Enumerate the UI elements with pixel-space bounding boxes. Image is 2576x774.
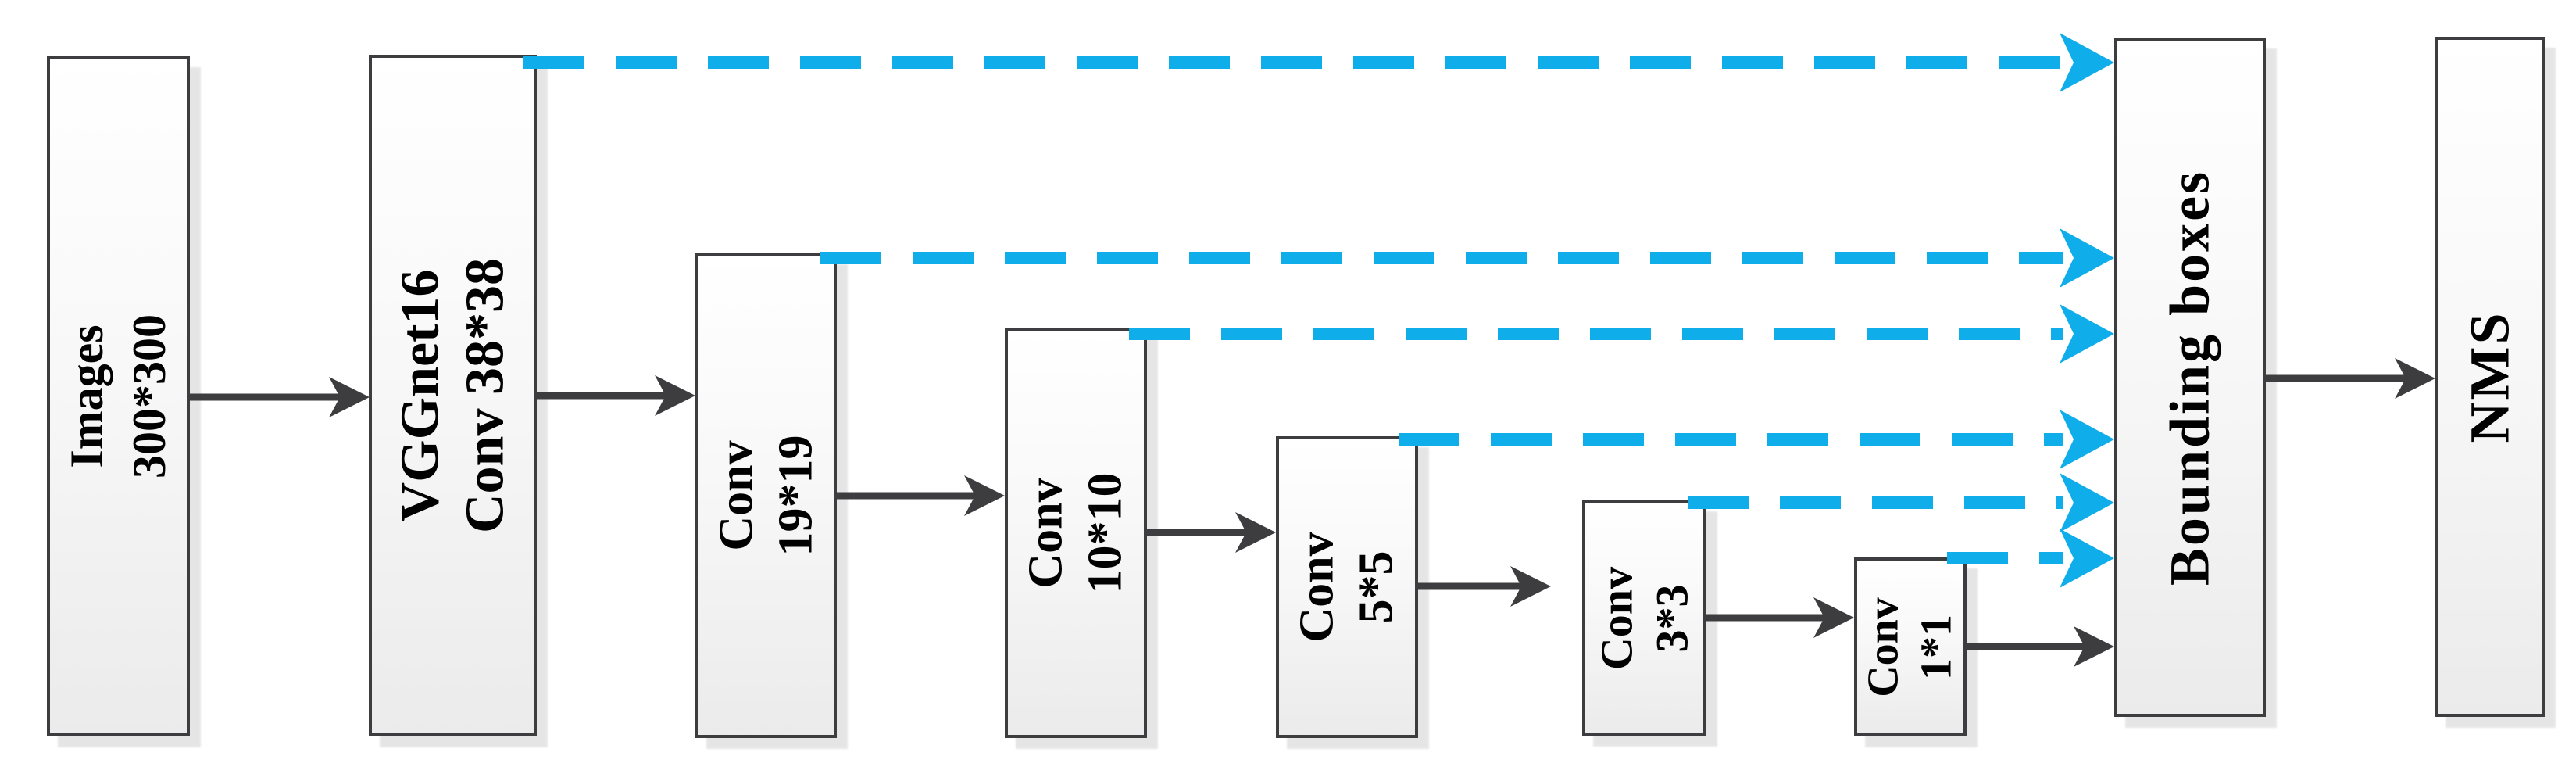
arrow-conv19-to-conv10: [837, 475, 1005, 516]
dashed-arrow-vggnet-to-bounding-boxes: [523, 33, 2114, 92]
arrow-vggnet-to-conv19: [537, 375, 695, 416]
arrow-head: [2060, 33, 2114, 92]
dashed-arrow-conv1-to-bounding-boxes: [1947, 529, 2114, 588]
node-conv-5x5-label: Conv 5*5: [1290, 532, 1402, 643]
node-conv-10x10: Conv 10*10: [1005, 328, 1147, 738]
arrow-head: [2060, 473, 2114, 532]
node-images-300x300: Images 300*300: [47, 56, 190, 736]
node-bounding-boxes-label: Bounding boxes: [2158, 169, 2221, 586]
arrow-head: [1510, 566, 1551, 607]
arrow-head: [1813, 597, 1854, 638]
node-conv-19x19: Conv 19*19: [695, 253, 837, 738]
node-nms: NMS: [2435, 37, 2545, 717]
node-nms-label: NMS: [2458, 310, 2521, 443]
node-bounding-boxes: Bounding boxes: [2114, 38, 2266, 717]
node-conv-3x3-label: Conv 3*3: [1590, 566, 1697, 670]
dashed-arrow-conv5-to-bounding-boxes: [1399, 410, 2114, 469]
arrow-head: [329, 377, 370, 417]
arrow-conv10-to-conv5: [1147, 512, 1276, 553]
arrow-images-to-vggnet: [189, 377, 370, 417]
arrow-head: [1235, 512, 1276, 553]
arrow-head: [2060, 228, 2114, 288]
node-images-label: Images 300*300: [60, 314, 175, 478]
node-vggnet16-label: VGGnet16 Conv 38*38: [389, 258, 515, 533]
arrow-bounding-boxes-to-nms: [2266, 358, 2435, 399]
dashed-arrow-conv10-to-bounding-boxes: [1129, 304, 2114, 364]
node-conv-1x1-label: Conv 1*1: [1859, 597, 1961, 697]
arrow-head: [2060, 304, 2114, 364]
dashed-arrow-conv19-to-bounding-boxes: [820, 228, 2114, 288]
arrow-conv1-to-bounding-boxes: [1967, 626, 2114, 667]
arrow-conv3-to-conv1: [1706, 597, 1854, 638]
node-conv-1x1: Conv 1*1: [1854, 557, 1967, 736]
dashed-arrow-conv3-to-bounding-boxes: [1688, 473, 2114, 532]
arrow-conv5-to-conv3: [1418, 566, 1551, 607]
node-conv-19x19-label: Conv 19*19: [709, 435, 822, 557]
arrow-head: [2060, 410, 2114, 469]
arrow-head: [964, 475, 1005, 516]
node-vggnet16-conv-38x38: VGGnet16 Conv 38*38: [369, 55, 537, 736]
arrow-head: [2395, 358, 2435, 399]
node-conv-10x10-label: Conv 10*10: [1019, 472, 1131, 593]
arrow-head: [2060, 529, 2114, 588]
node-conv-3x3: Conv 3*3: [1582, 500, 1706, 736]
arrow-head: [655, 375, 695, 416]
node-conv-5x5: Conv 5*5: [1276, 436, 1418, 738]
arrow-head: [2074, 626, 2114, 667]
